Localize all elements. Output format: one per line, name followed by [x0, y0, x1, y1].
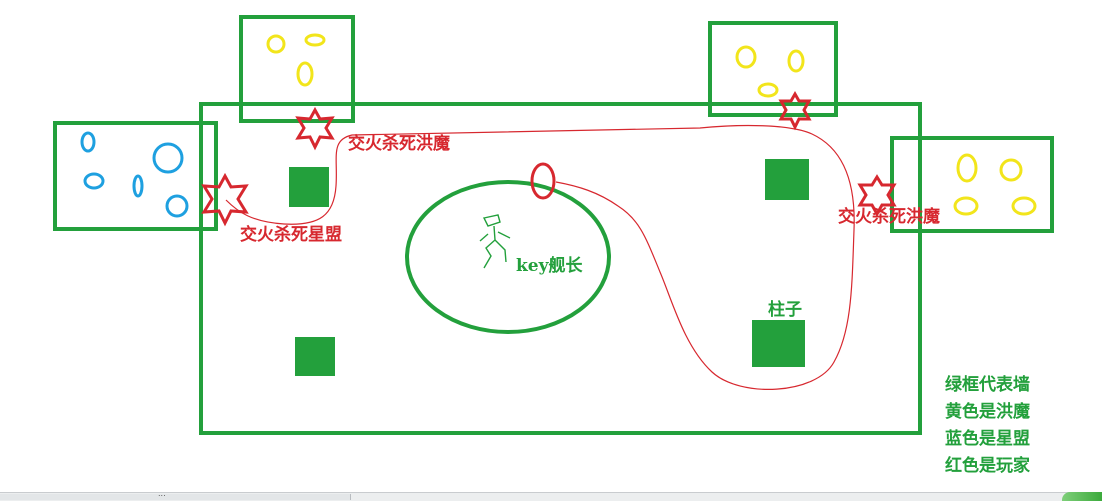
status-bar-corner — [1062, 492, 1102, 501]
legend-item-covenant: 蓝色是星盟 — [945, 429, 1030, 449]
flood-group — [266, 33, 326, 87]
pillar — [765, 159, 809, 200]
legend: 绿框代表墙 黄色是洪魔 蓝色是星盟 红色是玩家 — [945, 372, 1030, 480]
kill-point-star-icon — [201, 172, 249, 227]
covenant-enemy — [152, 142, 184, 174]
player-name-label: key舰长 — [516, 256, 583, 276]
pillar-label: 柱子 — [768, 300, 802, 320]
room-left-wall — [53, 121, 218, 231]
main-arena-wall — [199, 102, 922, 435]
flood-enemy — [735, 45, 757, 69]
kill-point-star-icon — [857, 174, 897, 218]
covenant-enemy — [132, 174, 144, 198]
covenant-enemy — [83, 172, 105, 190]
covenant-enemy — [80, 131, 96, 153]
flood-group — [735, 45, 805, 98]
status-bar-segment — [0, 494, 351, 500]
pillar — [289, 167, 329, 207]
flood-group — [953, 153, 1037, 216]
room-top-right-wall — [708, 21, 838, 117]
pillar — [752, 320, 805, 367]
flood-enemy — [953, 196, 979, 216]
flood-enemy — [787, 49, 805, 73]
legend-item-flood: 黄色是洪魔 — [945, 402, 1030, 422]
room-top-left-wall — [239, 15, 355, 123]
status-bar: ... — [0, 489, 1102, 501]
kill-covenant-label: 交火杀死星盟 — [240, 225, 342, 245]
pillar — [295, 337, 335, 376]
flood-enemy — [296, 61, 314, 87]
kill-flood-label-top: 交火杀死洪魔 — [348, 134, 450, 154]
flood-enemy — [956, 153, 978, 183]
status-bar-dots: ... — [158, 489, 166, 498]
covenant-enemy — [165, 194, 189, 218]
kill-point-star-icon — [295, 106, 335, 151]
covenant-group — [80, 131, 189, 218]
legend-item-player: 红色是玩家 — [945, 456, 1030, 476]
flood-enemy — [999, 158, 1023, 182]
center-zone — [405, 180, 611, 334]
flood-enemy — [1011, 196, 1037, 216]
player-route — [225, 124, 855, 390]
flood-enemy — [304, 33, 326, 47]
flood-enemy — [757, 82, 779, 98]
player-marker — [530, 162, 556, 200]
flood-enemy — [266, 34, 286, 54]
kill-point-star-icon — [778, 90, 812, 131]
player-figure-icon — [479, 214, 511, 269]
legend-item-wall: 绿框代表墙 — [945, 375, 1030, 395]
kill-flood-label-right: 交火杀死洪魔 — [838, 207, 940, 227]
